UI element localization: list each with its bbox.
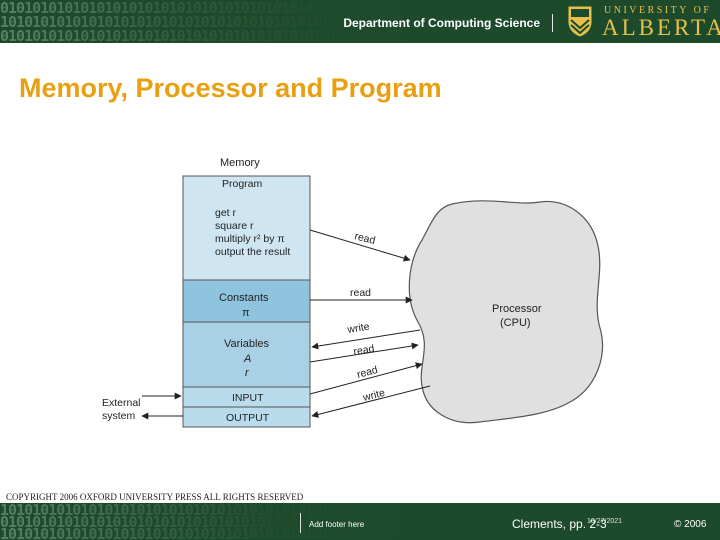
arrow-read-input: [309, 362, 423, 395]
variable-r: r: [245, 367, 250, 379]
external-system-label: system: [102, 410, 136, 422]
program-label: Program: [222, 178, 263, 190]
program-line: output the result: [215, 246, 290, 258]
variable-a: A: [243, 353, 251, 365]
variables-label: Variables: [224, 338, 270, 350]
constants-block: [182, 279, 311, 323]
arrow-label-write: write: [361, 387, 387, 404]
processor-sub-label: (CPU): [500, 317, 531, 329]
arrow-label-read: read: [350, 287, 371, 299]
header-divider: [552, 14, 553, 32]
crest-icon: [567, 5, 593, 38]
university-logo: UNIVERSITY OF ALBERTA: [566, 4, 720, 40]
arrow-write-output: [311, 385, 431, 418]
memory-processor-diagram: Memory Program get r square r multiply r…: [102, 157, 604, 428]
program-line: square r: [215, 220, 254, 232]
arrow-read-variable: [309, 342, 419, 363]
constants-value: π: [242, 307, 250, 319]
arrow-label-read: read: [353, 230, 376, 247]
arrow-label-read: read: [353, 343, 376, 358]
constants-label: Constants: [219, 292, 269, 304]
copyright-notice: COPYRIGHT 2006 OXFORD UNIVERSITY PRESS A…: [6, 492, 304, 502]
variables-block: [182, 321, 311, 388]
processor-shape: [408, 200, 604, 424]
footer-gradient: [0, 503, 720, 540]
university-big-text: ALBERTA: [602, 15, 720, 40]
arrow-read-program: [309, 229, 411, 262]
output-block: [182, 406, 311, 428]
slide-title: Memory, Processor and Program: [19, 73, 442, 103]
memory-label: Memory: [220, 157, 260, 169]
footer-copyright: © 2006: [674, 519, 707, 530]
header-gradient: [0, 0, 720, 43]
footer-reference: Clements, pp. 2-3: [512, 517, 607, 531]
footer-text: Add footer here: [309, 520, 365, 529]
arrow-label-read: read: [356, 364, 380, 381]
processor-label: Processor: [492, 303, 542, 315]
footer-band: 1010101010101010101010101010101010101010…: [0, 503, 720, 540]
footer-divider: [300, 513, 301, 533]
header-band: 0101010101010101010101010101010101010101…: [0, 0, 720, 43]
department-name: Department of Computing Science: [343, 16, 540, 30]
arrow-write-variable: [311, 329, 421, 350]
program-line: get r: [215, 207, 237, 219]
footer-date: 10/27/2021: [587, 518, 623, 525]
output-label: OUTPUT: [226, 412, 270, 424]
input-label: INPUT: [232, 392, 264, 404]
university-small-text: UNIVERSITY OF: [604, 5, 712, 16]
program-line: multiply r² by π: [215, 233, 285, 245]
arrow-label-write: write: [346, 321, 371, 337]
external-system-label: External: [102, 397, 141, 409]
